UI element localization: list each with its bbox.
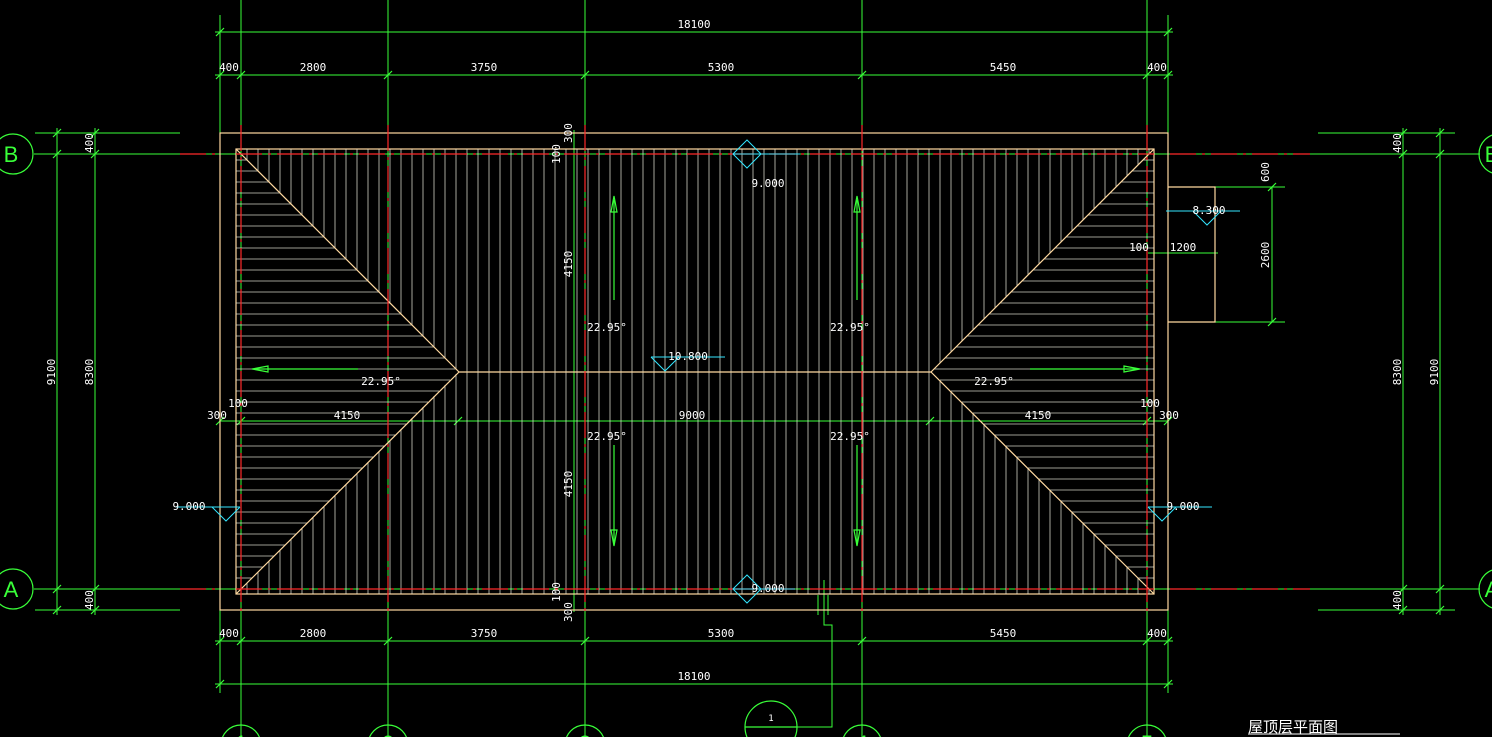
dim-text: 400 — [83, 133, 96, 153]
dim-text: 400 — [219, 61, 239, 74]
roof-hip — [930, 148, 1155, 373]
slope-text: 22.95° — [361, 375, 401, 388]
grid-bubble — [1478, 569, 1492, 609]
slope-text: 22.95° — [830, 321, 870, 334]
dim-text: 2800 — [300, 61, 327, 74]
grid-bubble — [566, 724, 604, 737]
level-text: 9.000 — [172, 500, 205, 513]
roof-hip — [235, 371, 460, 595]
level-text: 9.000 — [751, 582, 784, 595]
grid-bubble — [843, 724, 881, 737]
dim-text: 9100 — [1428, 359, 1441, 386]
roof-inner-edge — [235, 148, 1155, 595]
dim-text: 8300 — [83, 359, 96, 386]
level-text: 9.000 — [751, 177, 784, 190]
dim-text: 4150 — [562, 471, 575, 498]
dim-text: 5300 — [708, 61, 735, 74]
dim-text: 300 — [562, 123, 575, 143]
slope-text: 22.95° — [974, 375, 1014, 388]
dim-text: 300 — [1159, 409, 1179, 422]
dim-text: 5450 — [990, 61, 1017, 74]
grid-bubble — [222, 724, 260, 737]
dim-text: 400 — [1391, 590, 1404, 610]
dim-text: 18100 — [677, 18, 710, 31]
grid-bubble — [1128, 724, 1166, 737]
grid-bubble — [1478, 134, 1492, 174]
dim-text: 9000 — [679, 409, 706, 422]
canopy-outline — [1168, 186, 1216, 323]
level-text: 10.800 — [668, 350, 708, 363]
dim-text: 400 — [83, 590, 96, 610]
dim-text: 600 — [1259, 162, 1272, 182]
grid-label-3: 3 — [579, 731, 591, 737]
grid-label-B-right: B — [1485, 142, 1492, 167]
dim-text: 18100 — [677, 670, 710, 683]
dim-text: 100 — [550, 582, 563, 602]
dim-text: 1200 — [1170, 241, 1197, 254]
grid-label-1: 1 — [235, 731, 247, 737]
grid-label-B: B — [4, 142, 19, 167]
dim-text: 400 — [1147, 61, 1167, 74]
dim-text: 100 — [1140, 397, 1160, 410]
grid-bubble — [0, 568, 34, 610]
dim-text: 400 — [1147, 627, 1167, 640]
dim-text: 3750 — [471, 627, 498, 640]
grid-label-2: 2 — [382, 731, 394, 737]
dim-text: 9100 — [45, 359, 58, 386]
grid-label-A-right: A — [1485, 577, 1492, 602]
level-text: 9.000 — [1166, 500, 1199, 513]
dim-text: 2800 — [300, 627, 327, 640]
grid-label-4: 4 — [856, 731, 868, 737]
dim-text: 300 — [562, 602, 575, 622]
dim-text: 4150 — [562, 251, 575, 278]
roof-hip — [235, 148, 460, 373]
dim-text: 100 — [550, 144, 563, 164]
dim-text: 4150 — [334, 409, 361, 422]
roof-outer-edge — [219, 132, 1169, 611]
slope-text: 22.95° — [830, 430, 870, 443]
grid-label-A: A — [4, 577, 19, 602]
dim-text: 400 — [219, 627, 239, 640]
level-text: 8.300 — [1192, 204, 1225, 217]
dim-text: 4150 — [1025, 409, 1052, 422]
dim-text: 100 — [228, 397, 248, 410]
dim-text: 2600 — [1259, 242, 1272, 269]
dim-text: 5450 — [990, 627, 1017, 640]
grid-label-5: 5 — [1141, 731, 1153, 737]
slope-text: 22.95° — [587, 430, 627, 443]
dim-text: 3750 — [471, 61, 498, 74]
dim-text: 5300 — [708, 627, 735, 640]
drawing-title: 屋顶层平面图 — [1248, 718, 1338, 736]
grid-bubble — [0, 133, 34, 175]
grid-bubble — [369, 724, 407, 737]
roof-hip — [930, 371, 1155, 595]
dim-text: 400 — [1391, 133, 1404, 153]
section-mark-number: 1 — [768, 714, 773, 724]
slope-text: 22.95° — [587, 321, 627, 334]
dim-text: 100 — [1129, 241, 1149, 254]
dim-text: 8300 — [1391, 359, 1404, 386]
dim-text: 300 — [207, 409, 227, 422]
